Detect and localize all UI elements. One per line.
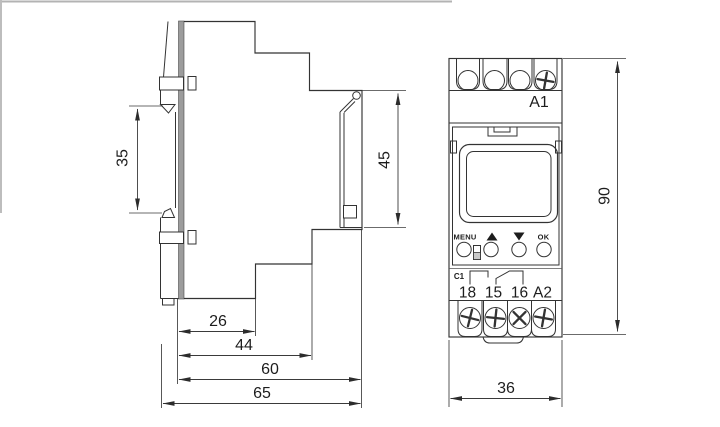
din-rail-back-edge bbox=[178, 20, 185, 300]
terminal-label: 18 bbox=[459, 285, 476, 302]
ok-button bbox=[536, 241, 552, 258]
terminal-slot bbox=[483, 300, 508, 337]
phillips-screw-icon bbox=[532, 307, 555, 329]
terminal-label: A2 bbox=[533, 285, 552, 302]
terminal-label-a1: A1 bbox=[529, 94, 549, 111]
body-cutout-bottom bbox=[187, 230, 197, 245]
clip-foot bbox=[162, 298, 175, 306]
terminal-slot bbox=[533, 59, 558, 90]
terminal-hole-icon bbox=[484, 70, 505, 91]
bottom-tab bbox=[482, 336, 524, 344]
button-row: MENU OK bbox=[454, 232, 552, 260]
terminal-hole-icon bbox=[457, 70, 479, 91]
dimension-label: 36 bbox=[497, 380, 515, 397]
terminal-label: 15 bbox=[485, 285, 502, 302]
phillips-screw-icon bbox=[535, 70, 556, 91]
top-terminal-block bbox=[456, 59, 558, 91]
hinge-circle-icon bbox=[352, 91, 361, 100]
front-view: A1 MENU OK bbox=[448, 57, 626, 407]
terminal-label: 16 bbox=[511, 285, 528, 302]
bottom-terminal-block bbox=[449, 300, 562, 344]
lcd-bezel bbox=[458, 143, 559, 224]
bottom-terminal-labels: 18 15 16 A2 bbox=[459, 285, 552, 302]
down-button bbox=[511, 241, 527, 258]
terminal-slot bbox=[482, 59, 508, 90]
dimension-45: 45 bbox=[362, 90, 406, 228]
phillips-screw-icon bbox=[459, 307, 481, 329]
contact-symbol-nc bbox=[469, 270, 489, 285]
extension-lines-bottom bbox=[161, 230, 362, 408]
contact-symbol-no bbox=[495, 270, 524, 285]
terminal-slot bbox=[456, 59, 480, 90]
front-flap bbox=[339, 91, 362, 228]
housing-outline bbox=[448, 57, 563, 338]
dimension-label: 44 bbox=[235, 337, 253, 354]
dimension-90: 90 bbox=[563, 58, 626, 335]
dimension-36: 36 bbox=[448, 340, 563, 407]
relay-contact-diagram: C1 bbox=[454, 270, 524, 285]
dimension-label: 60 bbox=[261, 361, 279, 378]
ok-button-label: OK bbox=[538, 233, 550, 242]
front-panel: MENU OK bbox=[449, 126, 562, 269]
side-view: 35 45 26 44 60 bbox=[115, 20, 406, 408]
dimension-label: 90 bbox=[597, 187, 614, 205]
terminal-hole-icon bbox=[509, 70, 531, 91]
terminal-slot bbox=[507, 300, 532, 337]
dimension-label: 65 bbox=[253, 385, 271, 402]
x-screw-icon bbox=[508, 307, 531, 329]
din-hook-bottom bbox=[161, 207, 176, 218]
phillips-screw-icon bbox=[484, 307, 507, 329]
clip-band-top bbox=[159, 76, 184, 91]
terminal-slot bbox=[508, 59, 533, 90]
terminal-slot bbox=[457, 300, 483, 337]
panel-clip-right bbox=[555, 140, 562, 154]
lcd-screen bbox=[466, 151, 552, 217]
clip-top-slant bbox=[163, 21, 169, 78]
dimension-label: 45 bbox=[377, 151, 394, 169]
din-clip-strip bbox=[159, 21, 184, 306]
dimension-label: 35 bbox=[115, 149, 132, 167]
terminal-slot bbox=[531, 300, 556, 337]
dimension-60: 60 bbox=[178, 361, 361, 382]
clip-band-bottom bbox=[159, 231, 184, 244]
dimension-35: 35 bbox=[115, 105, 163, 214]
down-triangle-icon bbox=[513, 232, 525, 241]
relay-contact-label: C1 bbox=[454, 272, 465, 281]
dimension-65: 65 bbox=[162, 385, 361, 406]
body-cutout-top bbox=[187, 76, 197, 91]
menu-button-label: MENU bbox=[454, 233, 477, 242]
up-triangle-icon bbox=[486, 232, 498, 241]
dimension-26: 26 bbox=[178, 313, 255, 334]
photo-border bbox=[0, 0, 452, 213]
flap-latch bbox=[343, 205, 357, 219]
device-body-outline bbox=[184, 20, 363, 300]
up-button bbox=[483, 241, 499, 258]
dimension-label: 26 bbox=[209, 313, 227, 330]
menu-button bbox=[456, 241, 472, 258]
dimension-44: 44 bbox=[178, 337, 312, 358]
panel-clip-left bbox=[450, 140, 457, 154]
din-hook-top bbox=[159, 104, 177, 114]
